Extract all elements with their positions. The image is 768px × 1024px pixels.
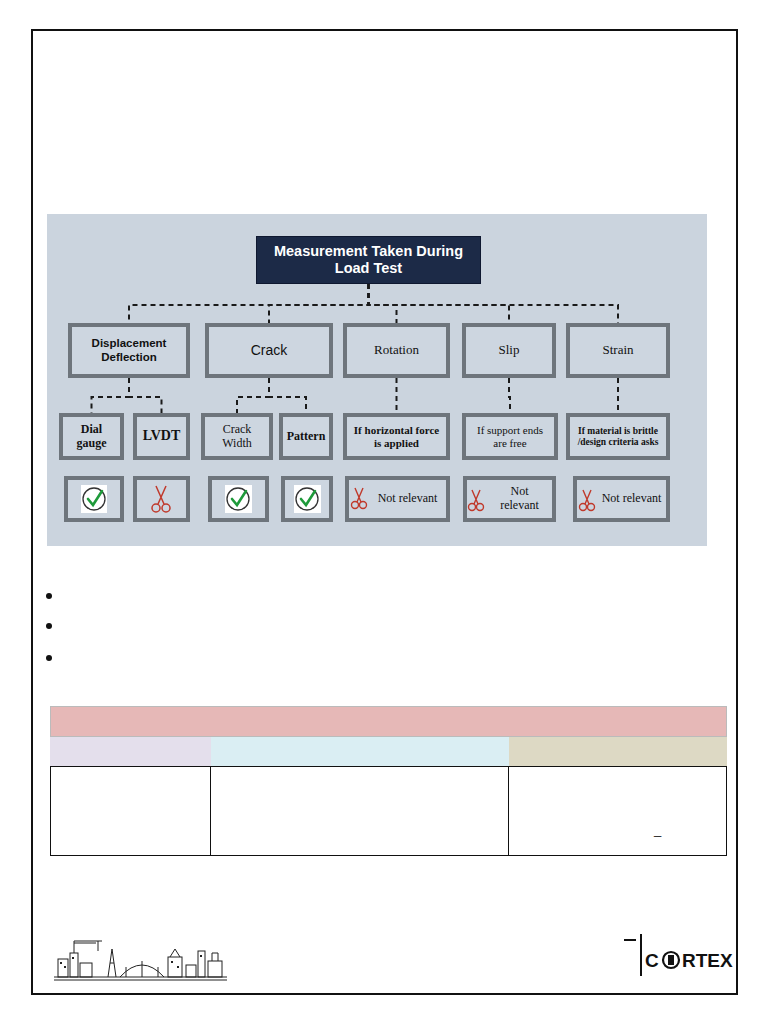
instrument-box: Crack Width <box>201 413 273 460</box>
table-body <box>50 766 727 856</box>
check-box <box>64 476 124 522</box>
check-box <box>281 476 333 522</box>
instrument-box: LVDT <box>133 413 190 460</box>
node-text: LVDT <box>143 428 181 444</box>
title-box: Measurement Taken During Load Test <box>256 236 481 284</box>
node-text: Not relevant <box>491 485 548 513</box>
not-relevant-box: Not relevant <box>463 476 556 522</box>
logo-text: C <box>645 950 659 972</box>
table-rule <box>210 766 211 856</box>
table-header <box>50 706 727 737</box>
dashed-connector <box>129 284 369 323</box>
node-text: Pattern <box>287 430 326 444</box>
check-icon <box>212 480 265 518</box>
node-text: Crack <box>251 342 288 358</box>
bullet <box>46 593 52 599</box>
bullet <box>46 655 52 661</box>
scissors-icon <box>350 486 368 510</box>
logo-divider <box>640 934 642 976</box>
check-box <box>208 476 269 522</box>
dashed-connector <box>617 378 619 413</box>
node-text: Dial gauge <box>67 423 116 451</box>
table-subheader <box>509 737 727 766</box>
condition-box: If support ends are free <box>462 413 558 460</box>
dashed-connector <box>237 378 269 413</box>
scissors-icon <box>137 480 186 518</box>
logo-dash <box>624 939 636 941</box>
table-subheader <box>50 737 211 766</box>
condition-box: If horizontal force is applied <box>343 413 450 460</box>
dashed-connector <box>509 378 510 413</box>
dashed-connector <box>369 284 510 323</box>
node-text: Not relevant <box>602 492 662 506</box>
bullet <box>46 623 52 629</box>
logo-icon <box>661 949 681 971</box>
dashed-connector <box>369 284 619 323</box>
check-icon <box>68 480 120 518</box>
node-text: Displacement Deflection <box>76 337 182 363</box>
dashed-connector <box>269 378 306 413</box>
instrument-box: Dial gauge <box>59 413 124 460</box>
instrument-box: Pattern <box>279 413 333 460</box>
skyline-illustration <box>52 935 232 985</box>
category-box: Crack <box>205 323 333 378</box>
table-cell: _ <box>654 822 661 837</box>
category-box: Strain <box>566 323 670 378</box>
node-text: Crack Width <box>209 423 265 451</box>
node-text: Not relevant <box>378 492 438 506</box>
dashed-connector <box>269 284 369 323</box>
scissors-icon <box>578 488 596 512</box>
dashed-connector <box>369 284 397 323</box>
table-rule <box>508 766 509 856</box>
category-box: Slip <box>462 323 556 378</box>
dashed-connector <box>92 378 130 413</box>
category-box: Displacement Deflection <box>68 323 190 378</box>
not-relevant-box: Not relevant <box>345 476 450 522</box>
condition-box: If material is brittle /design criteria … <box>566 413 670 460</box>
node-text: Slip <box>499 343 520 358</box>
node-text: Rotation <box>374 343 419 358</box>
node-text: If support ends are free <box>470 424 550 449</box>
node-text: If material is brittle /design criteria … <box>574 426 662 448</box>
node-text: Strain <box>602 343 633 358</box>
scissors-box <box>133 476 190 522</box>
dashed-connector <box>396 378 398 413</box>
dashed-connector <box>129 378 162 413</box>
node-text: If horizontal force is applied <box>351 424 442 449</box>
node-text: Measurement Taken During Load Test <box>261 243 476 276</box>
check-icon <box>285 480 329 518</box>
table-subheader <box>211 737 509 766</box>
category-box: Rotation <box>343 323 450 378</box>
scissors-icon <box>467 488 485 512</box>
logo-text: RTEX <box>682 950 733 972</box>
